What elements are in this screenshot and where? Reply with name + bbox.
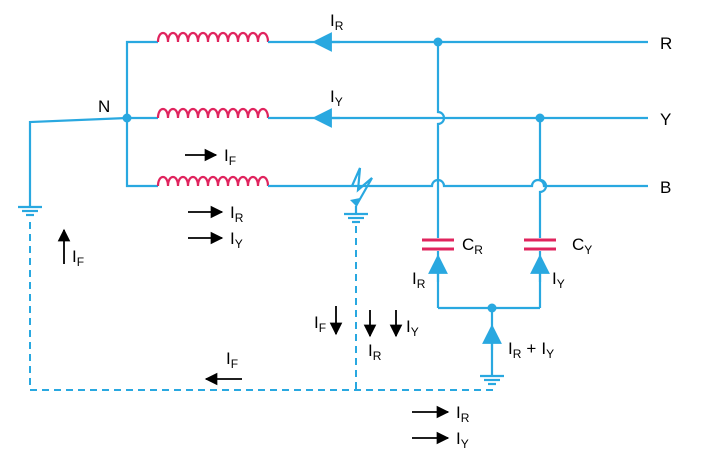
capacitor-branch-r — [422, 37, 454, 308]
neutral-bus — [28, 40, 158, 207]
label-if-left: IF — [72, 247, 84, 269]
coil-b — [156, 175, 270, 187]
label-iy-top: IY — [330, 87, 343, 109]
capacitor-branch-y — [524, 113, 556, 308]
line-b — [268, 178, 648, 188]
neutral-earth — [18, 205, 42, 217]
neutral-label: N — [98, 97, 110, 116]
label-ir-top: IR — [330, 11, 344, 33]
label-iy-coil: IY — [230, 229, 243, 251]
label-cap-r: CR — [462, 235, 483, 257]
label-iy-cap: IY — [552, 269, 565, 291]
label-ir-cap: IR — [412, 269, 426, 291]
label-ir-bottom: IR — [456, 403, 470, 425]
label-if-return: IF — [226, 349, 238, 371]
earth-return-path — [29, 222, 493, 391]
label-iy-bottom: IY — [456, 429, 469, 451]
coil-r — [156, 31, 270, 43]
label-if-fault: IF — [314, 313, 326, 335]
label-if-coil: IF — [224, 146, 236, 168]
label-cap-y: CY — [572, 235, 592, 257]
capacitor-earth — [438, 303, 540, 386]
label-ir-coil: IR — [230, 203, 244, 225]
line-label-r: R — [660, 34, 672, 53]
coil-y — [156, 107, 270, 119]
line-label-b: B — [660, 178, 671, 197]
fault-symbol — [344, 167, 373, 224]
label-ir-fault: IR — [368, 341, 382, 363]
label-iy-fault: IY — [406, 317, 419, 339]
line-label-y: Y — [660, 110, 671, 129]
label-sum-current: IR+IY — [508, 339, 554, 361]
